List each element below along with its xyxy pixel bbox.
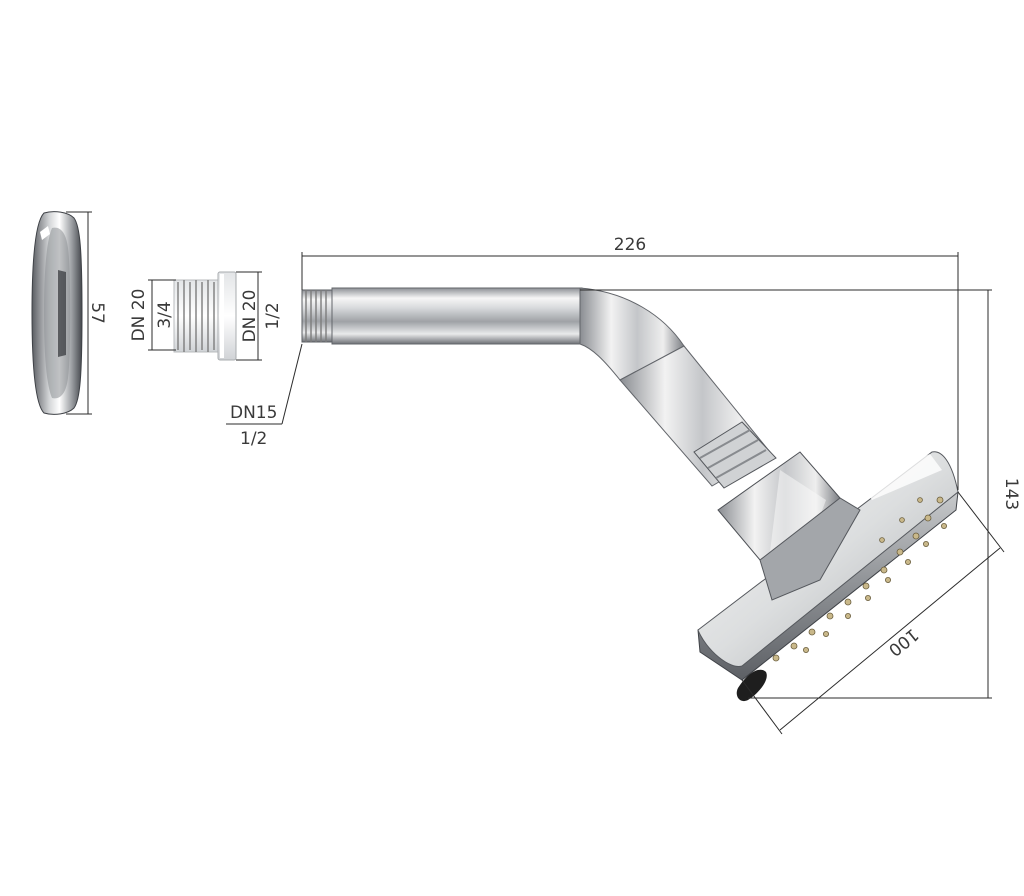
arm-thread-top-label: DN15 [230, 403, 277, 423]
arm-thread-leader: DN15 1/2 [226, 343, 303, 449]
adapter-left-bottom-label: 3/4 [155, 301, 175, 328]
adapter-right-top-label: DN 20 [240, 290, 260, 343]
thread-adapter [173, 271, 237, 361]
shower-head [697, 451, 959, 702]
length-dimension: 226 [301, 235, 959, 490]
spray-lever [736, 669, 767, 702]
arm-thread-lines [305, 290, 327, 342]
flange-diameter-label: 57 [87, 302, 107, 324]
wall-flange [31, 211, 83, 415]
adapter-right-dimension: DN 20 1/2 [236, 271, 283, 361]
nozzle-pattern [772, 496, 948, 662]
adapter-right-bottom-label: 1/2 [263, 302, 283, 329]
shower-arm [301, 287, 841, 561]
total-height-label: 143 [1001, 478, 1021, 510]
adapter-left-top-label: DN 20 [129, 289, 149, 342]
flange-dimension: 57 [66, 211, 107, 415]
adapter-thread-lines [177, 280, 215, 352]
head-diameter-label: 100 [884, 624, 922, 660]
adapter-left-dimension: DN 20 3/4 [129, 279, 176, 351]
arm-thread-bottom-label: 1/2 [240, 429, 267, 449]
total-length-label: 226 [614, 235, 646, 255]
height-dimension: 143 [580, 289, 1021, 699]
